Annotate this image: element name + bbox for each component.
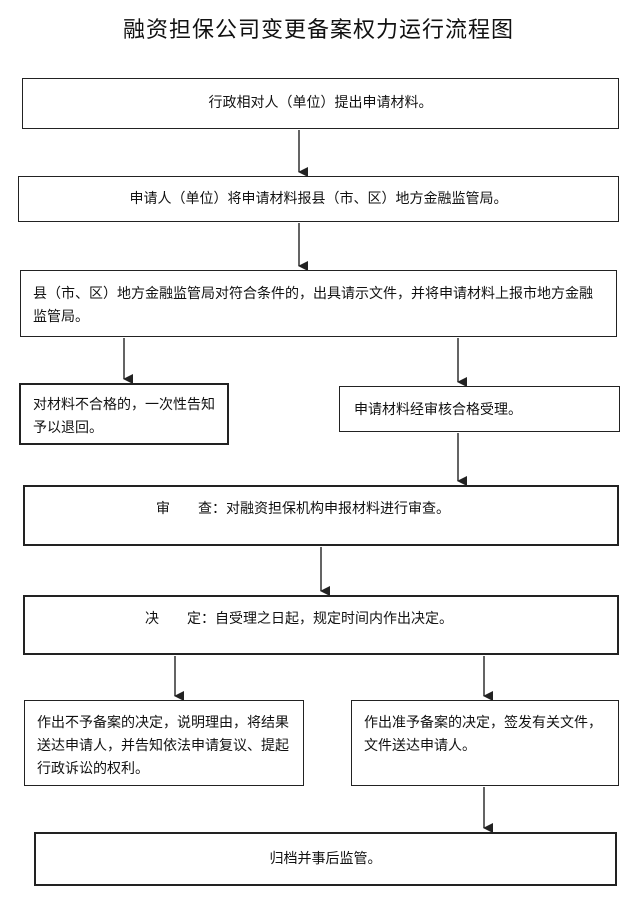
step-submit-text: 行政相对人（单位）提出申请材料。 — [208, 95, 433, 111]
step-decide-text: 决 定：自受理之日起，规定时间内作出决定。 — [145, 608, 607, 631]
step-county-review: 县（市、区）地方金融监管局对符合条件的，出具请示文件，并将申请材料上报市地方金融… — [20, 270, 617, 337]
step-reject: 对材料不合格的，一次性告知予以退回。 — [19, 383, 229, 445]
step-examine: 审 查：对融资担保机构申报材料进行审查。 — [23, 485, 619, 546]
step-archive: 归档并事后监管。 — [34, 832, 617, 886]
step-accept: 申请材料经审核合格受理。 — [339, 386, 620, 432]
step-decide: 决 定：自受理之日起，规定时间内作出决定。 — [23, 595, 619, 655]
examine-content: 对融资担保机构申报材料进行审查。 — [226, 501, 450, 517]
step-report-text: 申请人（单位）将申请材料报县（市、区）地方金融监管局。 — [129, 191, 508, 207]
step-accept-text: 申请材料经审核合格受理。 — [354, 402, 522, 418]
decide-content: 自受理之日起，规定时间内作出决定。 — [215, 611, 453, 627]
step-county-review-text: 县（市、区）地方金融监管局对符合条件的，出具请示文件，并将申请材料上报市地方金融… — [33, 286, 593, 325]
page-title: 融资担保公司变更备案权力运行流程图 — [122, 18, 514, 43]
step-approve-text: 作出准予备案的决定，签发有关文件，文件送达申请人。 — [364, 715, 602, 754]
step-deny: 作出不予备案的决定，说明理由，将结果送达申请人，并告知依法申请复议、提起行政诉讼… — [24, 700, 304, 786]
step-examine-text: 审 查：对融资担保机构申报材料进行审查。 — [156, 498, 607, 521]
step-archive-text: 归档并事后监管。 — [269, 851, 382, 867]
examine-label: 审 查： — [156, 501, 226, 517]
step-deny-text: 作出不予备案的决定，说明理由，将结果送达申请人，并告知依法申请复议、提起行政诉讼… — [37, 715, 289, 777]
step-report: 申请人（单位）将申请材料报县（市、区）地方金融监管局。 — [18, 176, 619, 222]
step-reject-text: 对材料不合格的，一次性告知予以退回。 — [33, 397, 215, 436]
step-submit: 行政相对人（单位）提出申请材料。 — [22, 78, 619, 129]
decide-label: 决 定： — [145, 611, 215, 627]
